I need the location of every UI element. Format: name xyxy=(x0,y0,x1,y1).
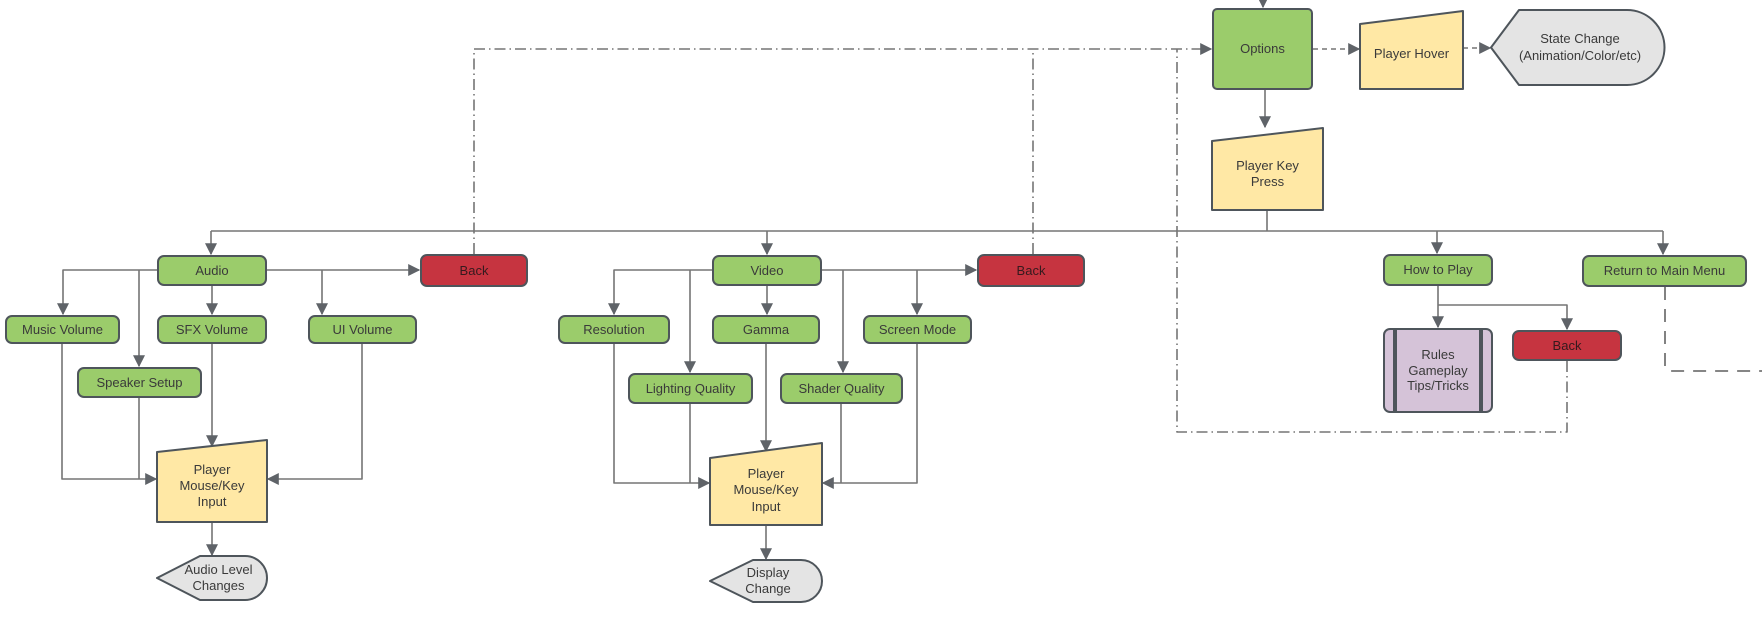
edge-howtoplay-back xyxy=(1438,304,1573,331)
edge-backaudio-options xyxy=(473,43,1213,254)
predefined-process-bar-right xyxy=(1479,330,1483,411)
node-gamma: Gamma xyxy=(712,315,820,344)
edge-resolution-playerinput xyxy=(613,344,711,489)
edge-backhowtoplay-options xyxy=(1176,49,1568,433)
node-back-video: Back xyxy=(977,254,1085,287)
edge-video-resolution xyxy=(608,269,712,316)
node-lighting-quality: Lighting Quality xyxy=(628,373,753,404)
node-resolution: Resolution xyxy=(558,315,670,344)
predefined-process-bar-left xyxy=(1393,330,1397,411)
node-back-audio: Back xyxy=(420,254,528,287)
edge-uivolume-playerinput xyxy=(266,344,363,485)
node-ui-volume: UI Volume xyxy=(308,315,417,344)
node-audio: Audio xyxy=(157,255,267,286)
display-change-shape xyxy=(709,559,823,603)
node-video: Video xyxy=(712,255,822,286)
audio-level-changes-shape xyxy=(156,555,268,601)
node-sfx-volume: SFX Volume xyxy=(157,315,267,344)
edge-returntomainmenu-offscreen xyxy=(1664,287,1762,372)
node-how-to-play: How to Play xyxy=(1383,254,1493,286)
node-screen-mode: Screen Mode xyxy=(863,315,972,344)
player-hover-shape xyxy=(1359,10,1464,90)
edge-musicvolume-playerinput xyxy=(61,344,158,485)
rules-label: Rules Gameplay Tips/Tricks xyxy=(1407,346,1469,394)
node-back-how-to-play: Back xyxy=(1512,330,1622,361)
state-change-shape xyxy=(1490,9,1666,86)
edge-screenmode-playerinput xyxy=(821,344,918,489)
node-speaker-setup: Speaker Setup xyxy=(77,367,202,398)
edge-audio-musicvolume xyxy=(57,269,157,316)
node-music-volume: Music Volume xyxy=(5,315,120,344)
node-shader-quality: Shader Quality xyxy=(780,373,903,404)
node-options: Options xyxy=(1212,8,1313,90)
player-key-press-shape xyxy=(1211,127,1324,211)
player-input-video-shape xyxy=(709,442,823,526)
node-return-to-main-menu: Return to Main Menu xyxy=(1582,255,1747,287)
player-input-audio-shape xyxy=(156,439,268,523)
node-rules-gameplay-tips: Rules Gameplay Tips/Tricks xyxy=(1383,328,1493,413)
